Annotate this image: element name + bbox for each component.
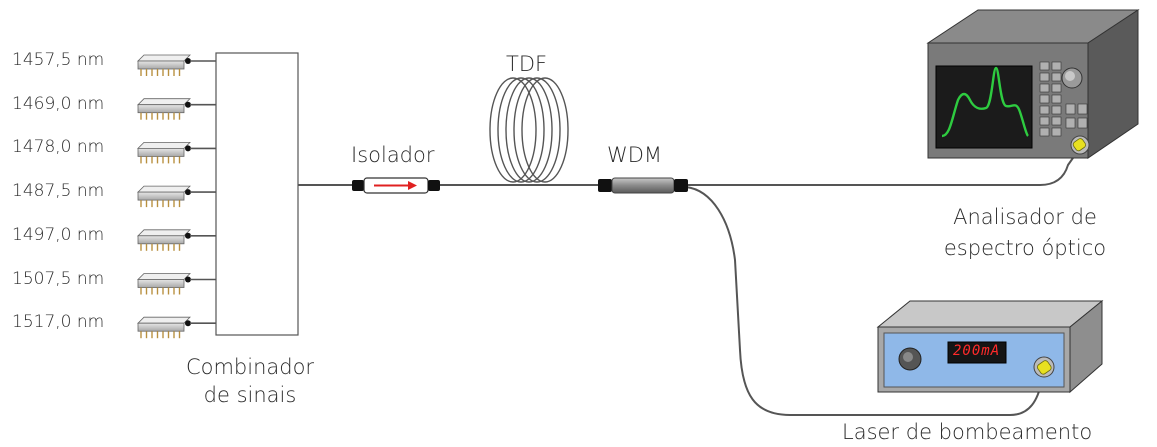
osa-key-button[interactable] <box>1051 105 1062 115</box>
tdf-fiber-coil <box>489 77 569 183</box>
wavelength-label: 1469,0 nm <box>12 93 105 114</box>
wavelength-label: 1507,5 nm <box>12 268 105 289</box>
wavelength-label: 1457,5 nm <box>12 50 105 70</box>
osa-key-button[interactable] <box>1077 103 1088 115</box>
wavelength-label: 1497,0 nm <box>12 224 105 245</box>
pump-display <box>947 341 1007 364</box>
osa-key-button[interactable] <box>1077 117 1088 129</box>
osa-key-button[interactable] <box>1051 72 1062 82</box>
fiber-wdm-to-pump <box>685 186 1043 416</box>
wdm-label: WDM <box>607 143 663 167</box>
wavelength-label: 1478,0 nm <box>12 137 105 158</box>
combiner-label: Combinador de sinais <box>160 353 340 409</box>
osa-key-button[interactable] <box>1039 83 1050 93</box>
fiber-wdm-to-osa <box>686 147 1081 186</box>
osa-label: Analisador de espectro óptico <box>930 202 1120 264</box>
laser-source-chip <box>137 316 216 339</box>
laser-sources <box>137 54 216 339</box>
pump-label: Laser de bombeamento <box>842 420 1093 444</box>
tdf-label: TDF <box>506 52 548 76</box>
osa-keypad <box>1039 61 1088 137</box>
osa-key-button[interactable] <box>1039 72 1050 82</box>
osa-key-button[interactable] <box>1039 61 1050 71</box>
isolator-label: Isolador <box>351 143 435 167</box>
osa-key-button[interactable] <box>1039 94 1050 104</box>
wdm-coupler <box>598 177 688 194</box>
combiner-label-line1: Combinador <box>185 355 315 379</box>
osa-key-button[interactable] <box>1065 117 1076 129</box>
osa-key-button[interactable] <box>1039 127 1050 137</box>
combiner-label-line2: de sinais <box>203 383 297 407</box>
osa-key-button[interactable] <box>1065 103 1076 115</box>
osa-key-button[interactable] <box>1051 127 1062 137</box>
laser-source-chip <box>137 98 216 120</box>
osa-label-line2: espectro óptico <box>943 236 1107 260</box>
optical-spectrum-analyzer <box>926 9 1140 159</box>
laser-source-chip <box>137 273 216 295</box>
combiner-box <box>215 52 299 336</box>
pump-laser <box>876 299 1104 394</box>
laser-source-chip <box>137 54 216 76</box>
wavelength-label: 1517,0 nm <box>12 312 105 333</box>
osa-key-button[interactable] <box>1051 61 1062 71</box>
osa-key-button[interactable] <box>1051 94 1062 104</box>
osa-label-line1: Analisador de <box>953 205 1097 229</box>
osa-key-button[interactable] <box>1039 105 1050 115</box>
osa-key-button[interactable] <box>1051 116 1062 126</box>
laser-source-chip <box>137 141 216 164</box>
pump-display-text: 200mA <box>953 343 1001 359</box>
laser-source-chip <box>137 229 216 251</box>
osa-key-button[interactable] <box>1039 116 1050 126</box>
osa-key-button[interactable] <box>1051 83 1062 93</box>
laser-source-chip <box>137 185 216 208</box>
isolator <box>352 177 440 194</box>
isolator-arrow-icon <box>408 181 417 190</box>
wavelength-label: 1487,5 nm <box>12 181 105 202</box>
osa-spectrum-trace <box>941 66 1029 138</box>
